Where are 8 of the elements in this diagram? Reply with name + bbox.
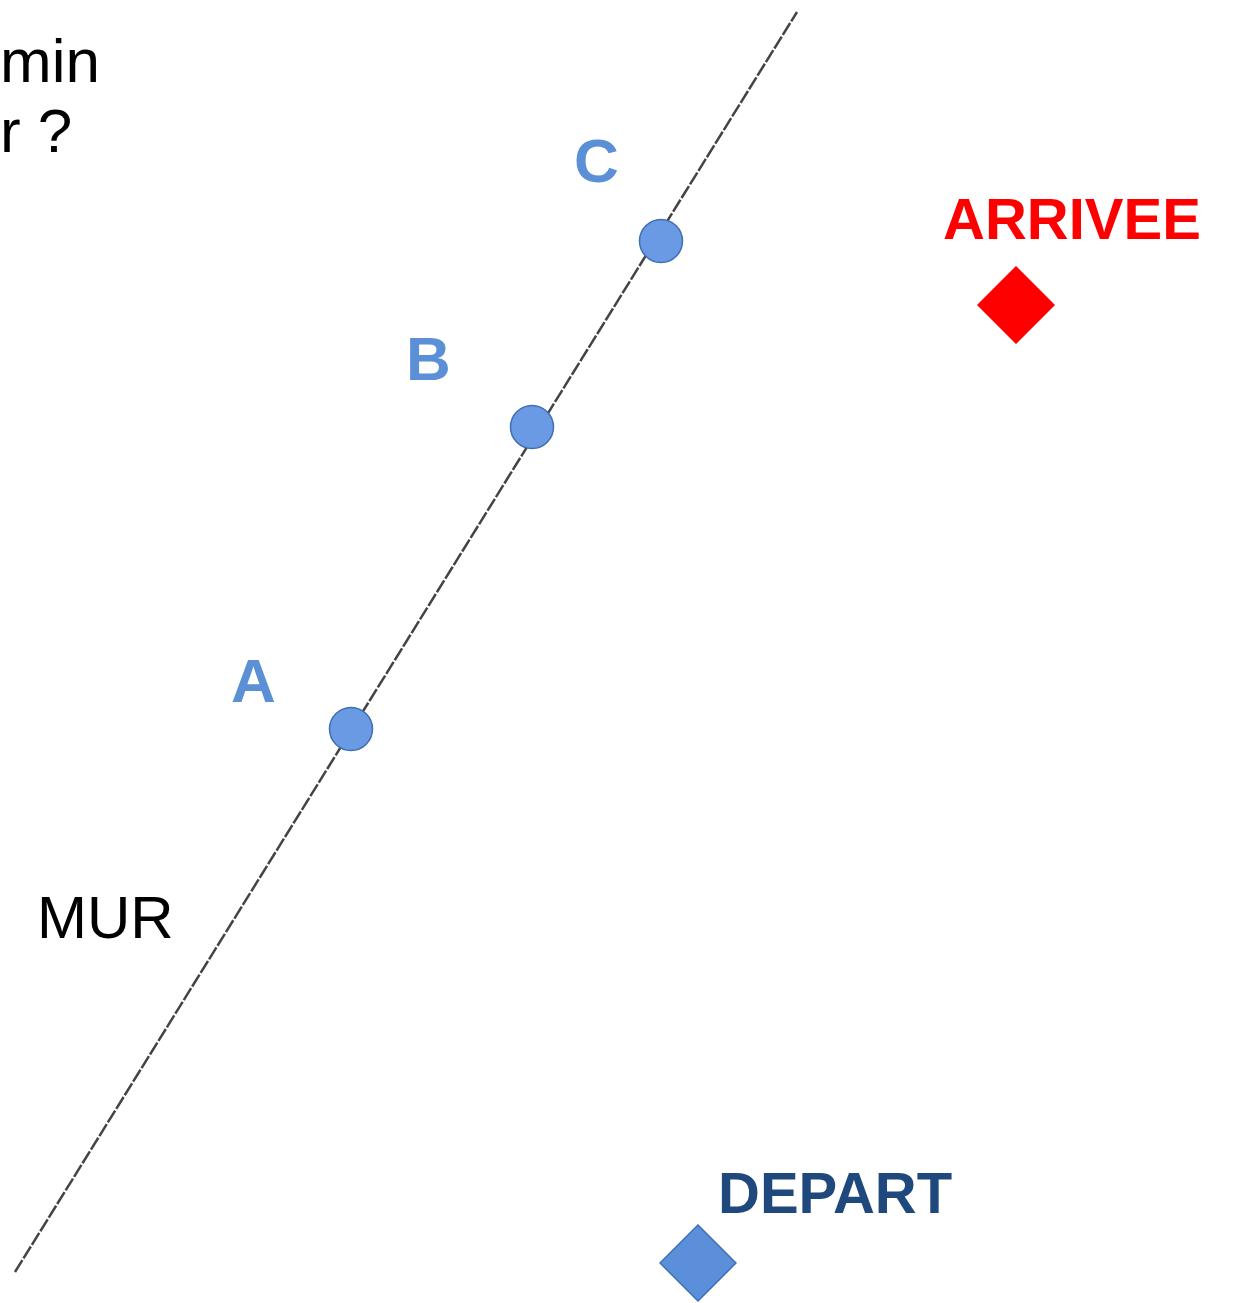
question-text: min (0, 30, 100, 92)
point-letter: A (231, 650, 276, 712)
question-text: r ? (0, 100, 73, 162)
place-label: DEPART (718, 1164, 953, 1222)
point-letter: C (574, 130, 619, 192)
point-letter: B (406, 328, 451, 390)
wall-label: MUR (37, 888, 174, 948)
place-label: ARRIVEE (943, 190, 1201, 248)
